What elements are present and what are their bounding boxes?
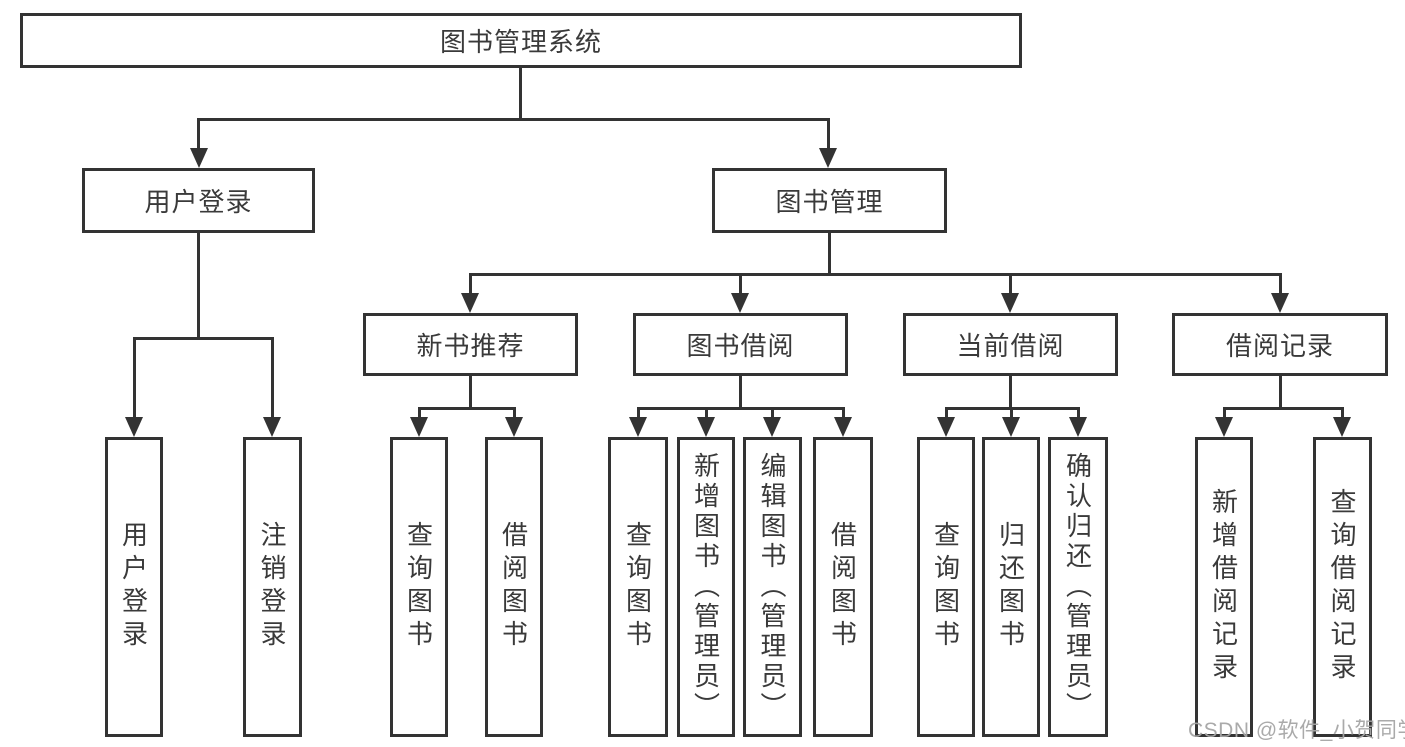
connector-line (637, 407, 844, 410)
connector-line (828, 233, 831, 273)
arrowhead (1271, 293, 1289, 313)
node-book-management: 图书管理 (712, 168, 947, 233)
connector-line (418, 407, 421, 419)
connector-line (1009, 376, 1012, 407)
connector-line (945, 407, 948, 419)
arrowhead (1002, 417, 1020, 437)
connector-line (513, 407, 516, 419)
csdn-watermark: CSDN @软件_小贺同学 (1188, 719, 1405, 742)
connector-line (771, 407, 774, 419)
connector-line (1077, 407, 1080, 419)
arrowhead (1215, 417, 1233, 437)
connector-line (271, 337, 274, 419)
connector-line (1341, 407, 1344, 419)
node-leaf-query-books-borrow: 查询图书 (608, 437, 668, 737)
arrowhead (410, 417, 428, 437)
arrowhead (763, 417, 781, 437)
node-borrow-records: 借阅记录 (1172, 313, 1388, 376)
connector-line (197, 233, 200, 337)
node-leaf-query-books-recommend: 查询图书 (390, 437, 448, 737)
node-leaf-return-books: 归还图书 (982, 437, 1040, 737)
arrowhead (629, 417, 647, 437)
arrowhead (190, 148, 208, 168)
connector-line (197, 118, 200, 150)
node-leaf-borrow-books: 借阅图书 (813, 437, 873, 737)
node-leaf-query-borrow-record: 查询借阅记录 (1313, 437, 1372, 737)
connector-line (842, 407, 845, 419)
node-leaf-borrow-books-recommend: 借阅图书 (485, 437, 543, 737)
arrowhead (834, 417, 852, 437)
arrowhead (1069, 417, 1087, 437)
arrowhead (125, 417, 143, 437)
connector-line (469, 273, 472, 295)
connector-line (1010, 407, 1013, 419)
node-new-book-recommend: 新书推荐 (363, 313, 578, 376)
node-leaf-add-books-admin: 新增图书（管理员） (677, 437, 735, 737)
connector-line (1223, 407, 1343, 410)
connector-line (739, 273, 742, 295)
connector-line (637, 407, 640, 419)
connector-line (827, 118, 830, 150)
node-leaf-user-login: 用户登录 (105, 437, 163, 737)
arrowhead (731, 293, 749, 313)
connector-line (198, 118, 830, 121)
connector-line (133, 337, 136, 419)
node-book-borrow: 图书借阅 (633, 313, 848, 376)
node-user-login: 用户登录 (82, 168, 315, 233)
node-root: 图书管理系统 (20, 13, 1022, 68)
connector-line (418, 407, 515, 410)
connector-line (1009, 273, 1012, 295)
connector-line (469, 376, 472, 407)
node-leaf-logout: 注销登录 (243, 437, 302, 737)
node-leaf-edit-books-admin: 编辑图书（管理员） (743, 437, 802, 737)
arrowhead (1333, 417, 1351, 437)
node-leaf-query-books-current: 查询图书 (917, 437, 975, 737)
connector-line (133, 337, 273, 340)
connector-line (1223, 407, 1226, 419)
arrowhead (819, 148, 837, 168)
connector-line (705, 407, 708, 419)
connector-line (1279, 376, 1282, 407)
connector-line (1279, 273, 1282, 295)
connector-line (739, 376, 742, 407)
arrowhead (461, 293, 479, 313)
arrowhead (1001, 293, 1019, 313)
node-current-borrow: 当前借阅 (903, 313, 1118, 376)
node-leaf-add-borrow-record: 新增借阅记录 (1195, 437, 1253, 737)
connector-line (469, 273, 1281, 276)
arrowhead (697, 417, 715, 437)
arrowhead (505, 417, 523, 437)
connector-line (519, 68, 522, 118)
arrowhead (937, 417, 955, 437)
arrowhead (263, 417, 281, 437)
node-leaf-confirm-return-admin: 确认归还（管理员） (1048, 437, 1108, 737)
